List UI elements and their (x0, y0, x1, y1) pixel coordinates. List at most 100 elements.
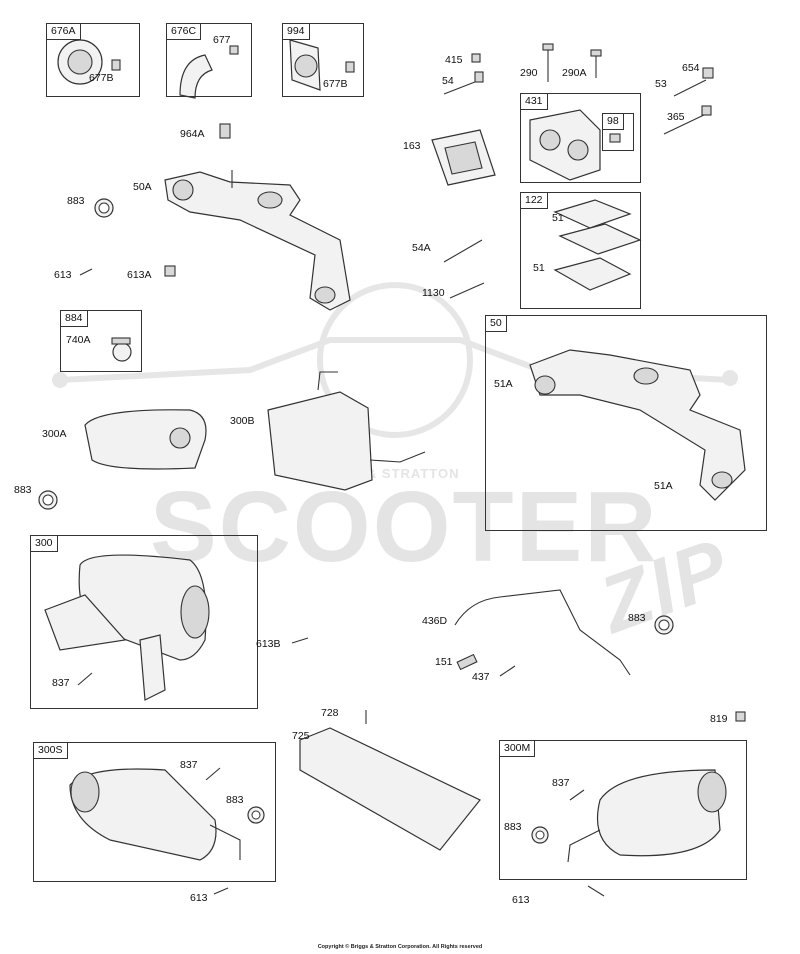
part-837-link-3 (569, 789, 585, 801)
bolt-54A (443, 239, 483, 263)
label-819: 819 (710, 713, 728, 725)
part-725-heat-shield (299, 727, 481, 851)
label-51A: 51A (494, 378, 513, 390)
box-tag: 98 (603, 114, 624, 130)
part-676C-elbow (179, 45, 239, 99)
part-163-gasket (431, 129, 496, 186)
label-290A: 290A (562, 67, 587, 79)
label-437: 437 (472, 671, 490, 683)
box-tag: 676A (47, 24, 81, 40)
label-613A: 613A (127, 269, 152, 281)
box-50: 50 (485, 315, 767, 531)
box-676C: 676C (166, 23, 252, 97)
bolt-613-2 (213, 887, 229, 895)
bolt-613A (164, 265, 176, 277)
label-300A: 300A (42, 428, 67, 440)
label-613: 613 (54, 269, 72, 281)
bolt-613-1 (79, 268, 93, 276)
label-837: 837 (52, 677, 70, 689)
part-300A-shield (84, 409, 207, 470)
part-50A-manifold (164, 170, 351, 311)
label-300B: 300B (230, 415, 255, 427)
label-883: 883 (504, 821, 522, 833)
bolt-613-3 (587, 885, 605, 897)
box-tag: 122 (521, 193, 548, 209)
label-436D: 436D (422, 615, 448, 627)
box-tag: 884 (61, 311, 88, 327)
part-837-link-1 (77, 672, 93, 686)
copyright-notice: Copyright © Briggs & Stratton Corporatio… (317, 944, 483, 950)
part-837-link-2 (205, 767, 221, 781)
label-415: 415 (445, 54, 463, 66)
bolt-437 (499, 665, 516, 677)
label-54A: 54A (412, 242, 431, 254)
part-994-deflector (289, 39, 355, 91)
part-883-clamp-5 (531, 826, 549, 844)
box-tag: 431 (521, 94, 548, 110)
watermark-brand: SCOOTER (150, 471, 659, 583)
box-300S: 300S (33, 742, 276, 882)
bolt-613B (291, 637, 309, 644)
label-163: 163 (403, 140, 421, 152)
part-300B-muffler (267, 371, 426, 491)
label-613B: 613B (256, 638, 281, 650)
label-883: 883 (226, 794, 244, 806)
box-tag: 300M (500, 741, 536, 757)
label-53: 53 (655, 78, 667, 90)
box-884: 884 (60, 310, 142, 372)
label-725: 725 (292, 730, 310, 742)
label-51: 51 (533, 262, 545, 274)
part-883-clamp-3 (654, 615, 674, 635)
part-50-manifold (529, 349, 746, 501)
part-740A-clamp (111, 337, 132, 362)
label-654: 654 (682, 62, 700, 74)
part-300-muffler (44, 554, 210, 701)
part-151-sleeve (456, 653, 478, 671)
box-tag: 300 (31, 536, 58, 552)
label-677: 677 (213, 34, 231, 46)
label-837: 837 (180, 759, 198, 771)
label-290: 290 (520, 67, 538, 79)
box-122: 122 (520, 192, 641, 309)
label-883: 883 (14, 484, 32, 496)
label-51A: 51A (654, 480, 673, 492)
part-676A-cap (57, 39, 121, 85)
label-964A: 964A (180, 128, 205, 140)
label-51: 51 (552, 212, 564, 224)
part-300M-muffler (567, 769, 727, 863)
part-883-clamp-2 (38, 490, 58, 510)
label-613: 613 (512, 894, 530, 906)
part-300S-muffler (69, 768, 241, 861)
part-436D-pipe (454, 589, 631, 676)
label-728: 728 (321, 707, 339, 719)
stud-1130 (449, 282, 485, 299)
box-300: 300 (30, 535, 258, 709)
box-tag: 50 (486, 316, 507, 332)
box-300M: 300M (499, 740, 747, 880)
part-431-adapter (529, 109, 621, 181)
label-677B: 677B (323, 78, 348, 90)
box-tag: 994 (283, 24, 310, 40)
box-676A: 676A (46, 23, 140, 97)
label-883: 883 (67, 195, 85, 207)
part-964A-sleeve (219, 123, 231, 139)
label-54: 54 (442, 75, 454, 87)
box-431: 431 (520, 93, 641, 183)
label-1130: 1130 (422, 287, 445, 299)
label-837: 837 (552, 777, 570, 789)
box-tag: 676C (167, 24, 202, 40)
bolt-819 (735, 711, 746, 722)
label-613: 613 (190, 892, 208, 904)
box-994: 994 (282, 23, 364, 97)
box-98: 98 (602, 113, 634, 151)
label-740A: 740A (66, 334, 91, 346)
box-tag: 300S (34, 743, 68, 759)
label-677B: 677B (89, 72, 114, 84)
label-883: 883 (628, 612, 646, 624)
label-365: 365 (667, 111, 685, 123)
part-883-clamp-1 (94, 198, 114, 218)
part-883-clamp-4 (247, 806, 265, 824)
bolts-top (443, 43, 714, 135)
